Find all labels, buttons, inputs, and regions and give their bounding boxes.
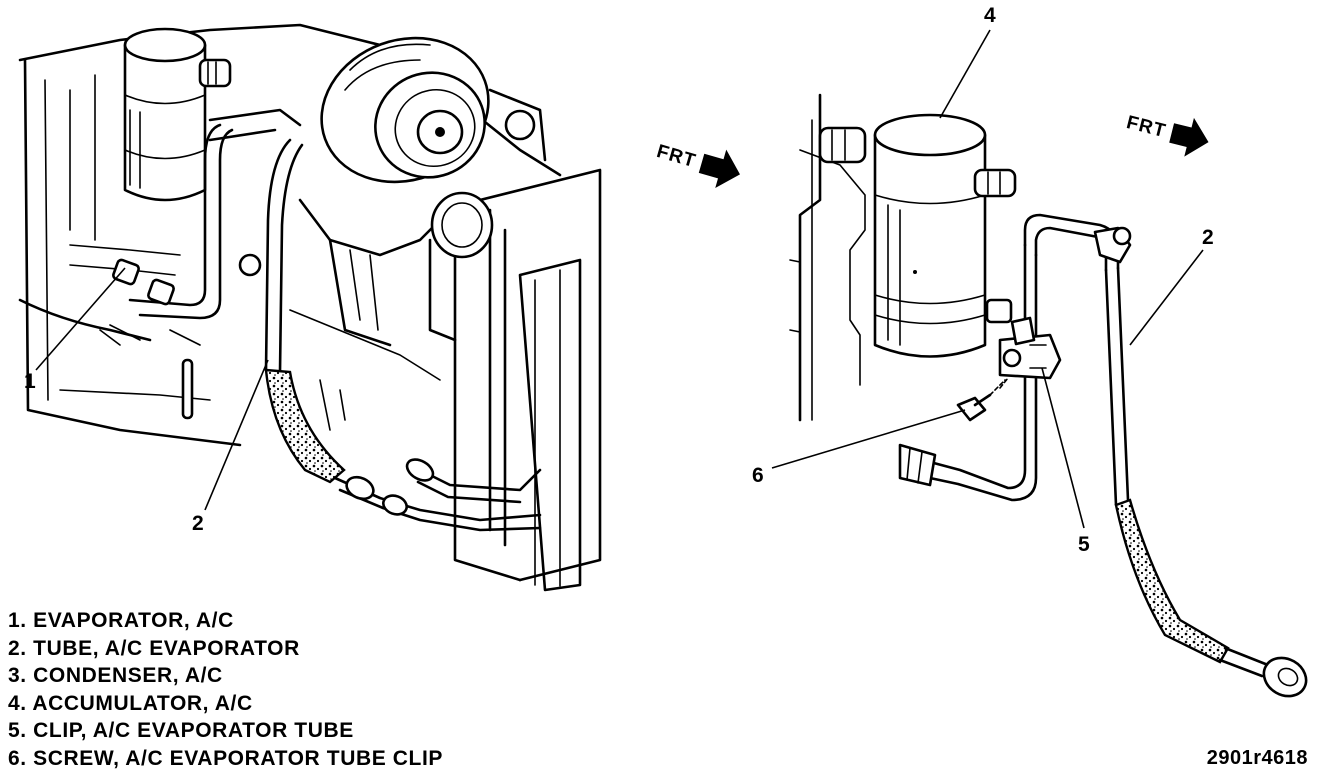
legend-item-1: 1. EVAPORATOR, A/C [8,609,234,632]
callout-2-left: 2 [192,512,204,535]
clip-screw [956,377,1009,422]
leader-6 [771,409,966,469]
left-accumulator [123,27,232,202]
legend-item-2: 2. TUBE, A/C EVAPORATOR [8,636,300,660]
leader-4 [939,29,991,119]
legend-item-3: 3. CONDENSER, A/C [8,664,223,687]
frt-indicator-left: FRT [654,141,740,189]
callout-1-left: 1 [24,370,36,393]
leader-2-right [1129,249,1204,346]
compressor [320,36,547,184]
tube-clip [998,316,1062,380]
leader-1-left [35,267,126,371]
accumulator [818,113,1017,358]
callout-5: 5 [1078,533,1090,556]
leader-5 [1041,367,1085,529]
legend-item-4: 4. ACCUMULATOR, A/C [8,691,253,715]
leader-2-left [204,359,269,511]
frt-label-left: FRT [654,141,698,172]
engine-bay-view: 1 2 [18,23,602,592]
parts-legend: 1. EVAPORATOR, A/C 2. TUBE, A/C EVAPORAT… [8,607,443,772]
legend-item-5: 5. CLIP, A/C EVAPORATOR TUBE [8,719,354,742]
accumulator-detail-view: 4 2 5 6 [752,4,1308,698]
frt-label-right: FRT [1124,112,1168,142]
legend-item-6: 6. SCREW, A/C EVAPORATOR TUBE CLIP [8,746,443,770]
figure-id: 2901r4618 [1206,747,1308,769]
callout-6: 6 [752,464,764,487]
frt-indicator-right: FRT [1124,112,1209,157]
callout-4: 4 [984,4,996,27]
callout-2-right: 2 [1202,226,1214,249]
left-condenser [428,168,602,592]
